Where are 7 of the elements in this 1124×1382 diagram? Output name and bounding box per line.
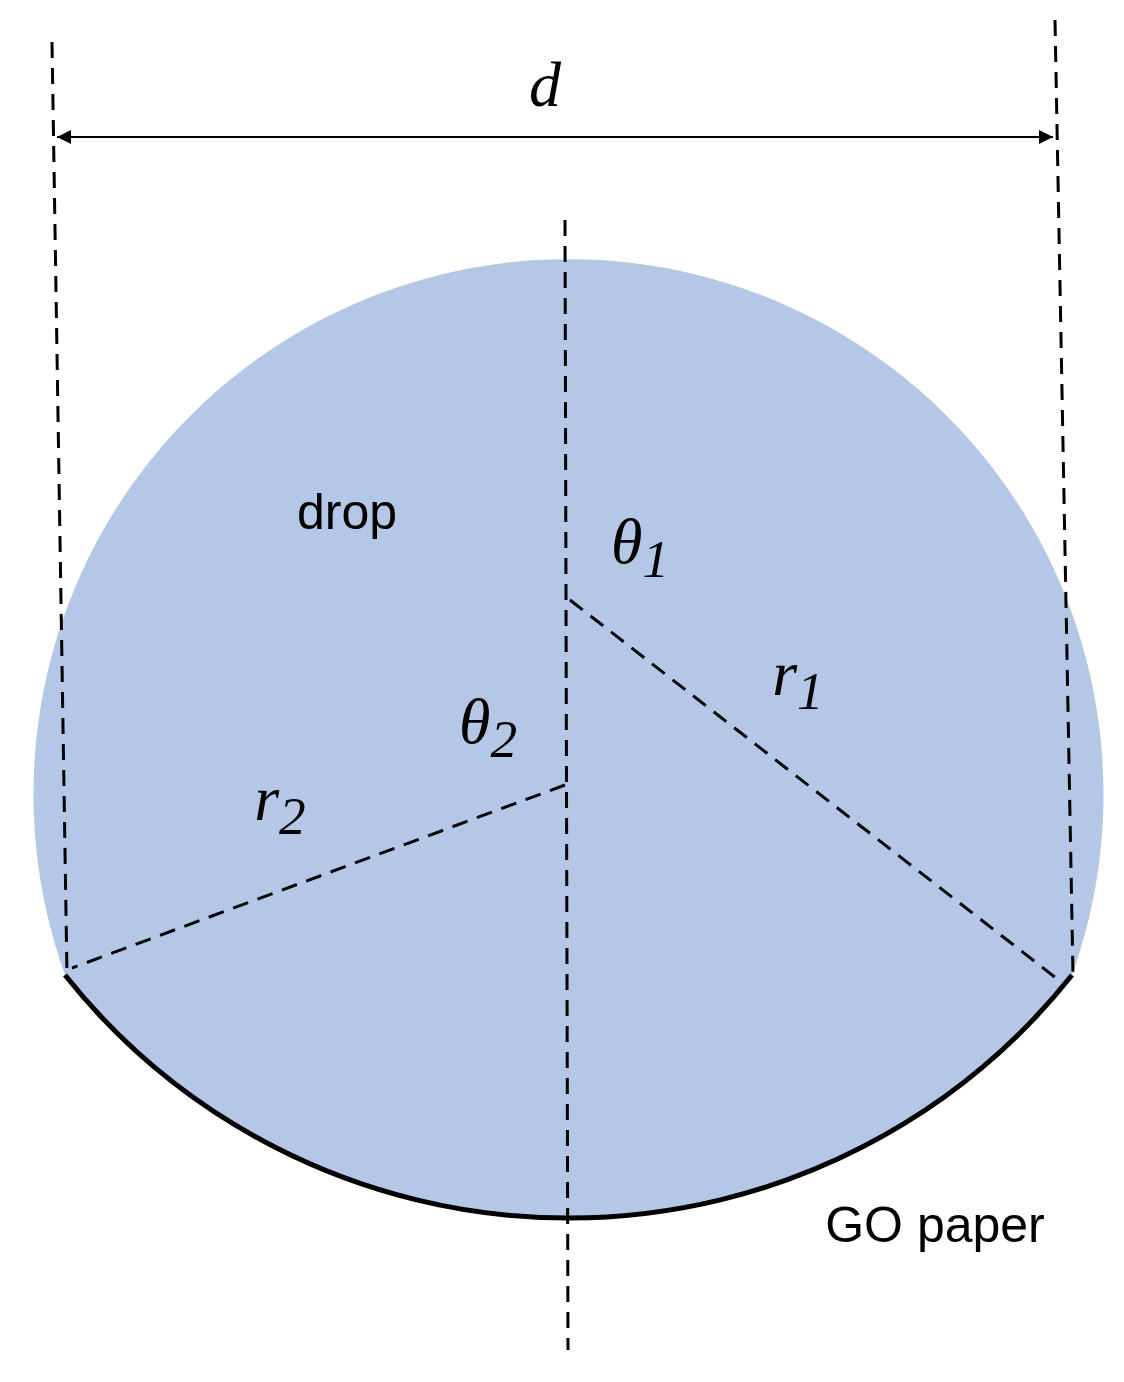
- radius-label: r$_{1}$: [772, 641, 824, 719]
- surface-label: GO paper: [825, 1200, 1045, 1250]
- region-label: drop: [296, 487, 398, 537]
- radius-label: r$_{2}$: [254, 766, 306, 844]
- angle-label: θ$_{2}$: [458, 689, 518, 767]
- angle-label: θ$_{1}$: [610, 509, 670, 587]
- dimension-label: d: [529, 53, 561, 117]
